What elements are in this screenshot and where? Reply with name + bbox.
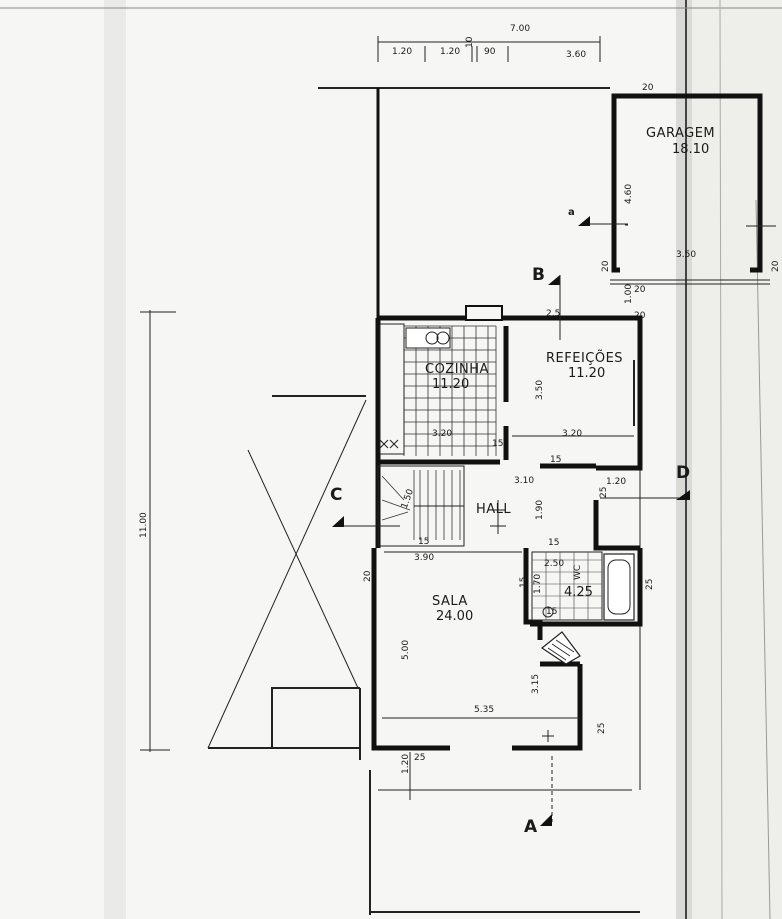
fireplace	[540, 631, 581, 665]
bath-right-25: 25	[645, 579, 655, 590]
garage-wall-20: 20	[642, 83, 654, 93]
hall-crosshair	[490, 500, 506, 534]
dining-wall-15: 15	[550, 455, 561, 465]
garage-side-20: 20	[601, 260, 611, 272]
living-bottom-25: 25	[414, 753, 425, 763]
living-width-2: 3.90	[414, 553, 434, 563]
bath-depth: 1.70	[533, 574, 543, 594]
dim-segment-3: 10	[465, 36, 475, 48]
garage-width: 3.50	[676, 250, 696, 260]
dining-depth: 3.50	[535, 380, 545, 400]
hall-wall-15: 15	[548, 538, 559, 548]
hall-depth: 1.90	[535, 500, 545, 520]
garage-right-20: 20	[771, 260, 781, 272]
overall-width-label: 7.00	[510, 24, 530, 34]
section-c-marker	[332, 516, 344, 527]
dim-segment-5: 3.60	[566, 50, 586, 60]
bath-label-ws: WC	[573, 565, 583, 580]
living-depth-2: 3.15	[531, 674, 541, 694]
kitchen-width: 3.20	[432, 429, 452, 439]
kitchen-wall-15: 15	[492, 439, 503, 449]
kitchen-tiles	[379, 323, 497, 456]
bath-area: 4.25	[564, 585, 593, 600]
dim-segment-2: 1.20	[440, 47, 460, 57]
dim-segment-1: 1.20	[392, 47, 412, 57]
hall-side-width: 1.20	[606, 477, 626, 487]
section-b-label: B	[532, 265, 545, 285]
adjacent-page-line-2	[719, 0, 723, 919]
staircase	[377, 465, 465, 547]
kitchen-walls	[378, 326, 635, 469]
section-b-marker	[548, 275, 560, 285]
hall-side-25: 25	[599, 487, 609, 498]
bathroom-fixtures	[531, 551, 635, 621]
adjacent-roof-lines	[207, 395, 367, 760]
overall-depth-label: 11.00	[139, 512, 149, 538]
garage-walls	[610, 93, 770, 285]
bath-left-15: 15	[519, 577, 529, 588]
garage-depth: 4.60	[624, 184, 634, 204]
living-name: SALA	[432, 594, 468, 609]
section-c-label: C	[330, 485, 342, 505]
section-a-small-label: a	[568, 207, 575, 218]
living-width: 5.35	[474, 705, 494, 715]
scan-shadow-left	[104, 0, 126, 919]
stair-wall-15: 15	[418, 537, 429, 547]
front-setback: 1.20	[401, 754, 411, 774]
hall-width: 3.10	[514, 476, 534, 486]
garage-name: GARAGEM	[646, 126, 715, 141]
kitchen-name: COZINHA	[425, 362, 489, 377]
bath-width: 2.50	[544, 559, 564, 569]
section-a-small-marker	[578, 216, 590, 226]
section-d-label: D	[676, 463, 690, 483]
bath-wall-15: 15	[546, 607, 557, 617]
garage-bottom-20: 20	[634, 285, 646, 295]
garage-gap: 1.00	[624, 284, 634, 304]
kitchen-area: 11.20	[432, 377, 469, 392]
living-crosshair	[542, 730, 554, 742]
garage-area: 18.10	[672, 142, 709, 157]
living-right-25: 25	[597, 723, 607, 734]
living-depth: 5.00	[401, 640, 411, 660]
dining-area: 11.20	[568, 366, 605, 381]
adjacent-page-line	[755, 199, 771, 919]
dining-width: 3.20	[562, 429, 582, 439]
top-dimension-chain	[377, 36, 601, 62]
living-left-20: 20	[363, 570, 373, 582]
dim-segment-4: 90	[484, 47, 496, 57]
living-area: 24.00	[436, 609, 473, 624]
section-a-label: A	[524, 817, 538, 837]
section-a-marker	[540, 814, 552, 826]
dining-name: REFEIÇÕES	[546, 350, 623, 366]
stair-step-label: 2.5	[546, 309, 560, 319]
